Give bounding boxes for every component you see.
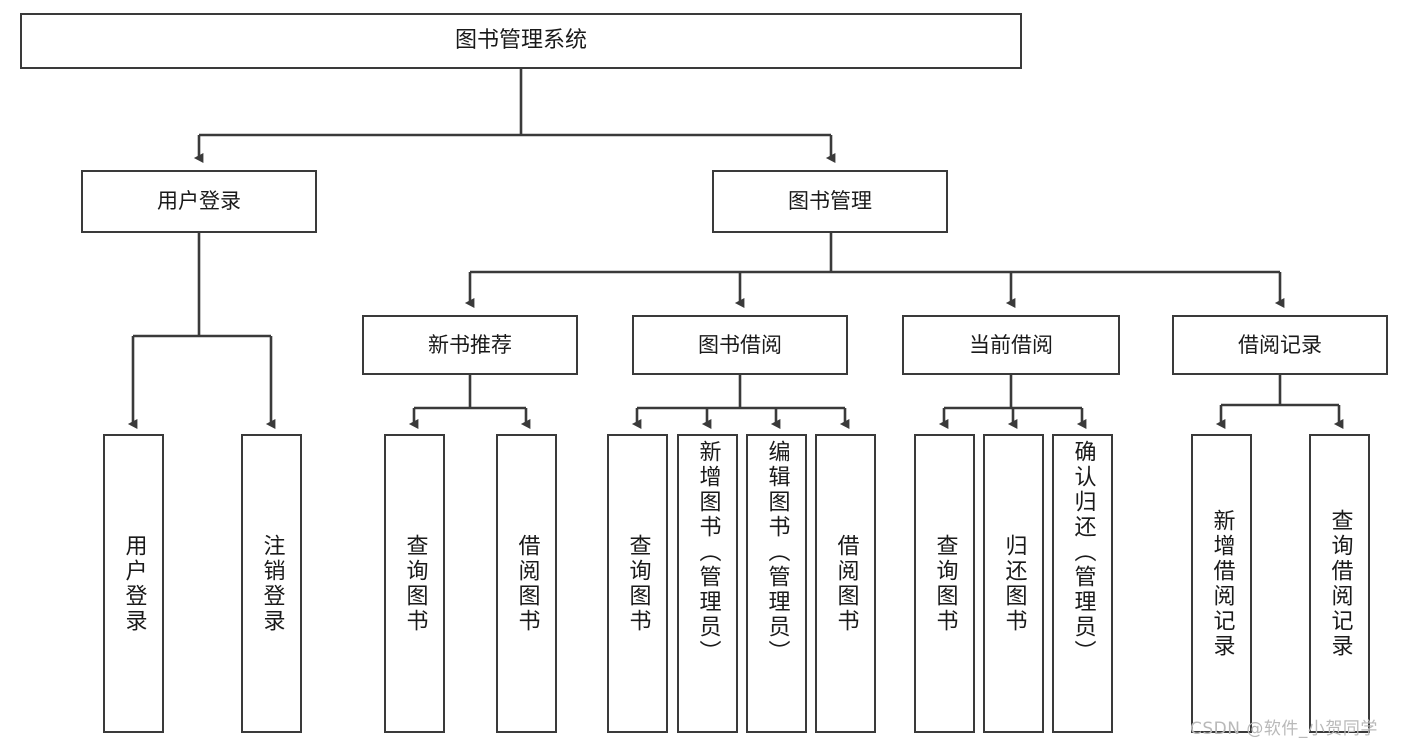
node-current-borrow[interactable]: 当前借阅 xyxy=(902,315,1120,375)
node-label: 借阅图书 xyxy=(514,533,540,634)
node-label: 借阅图书 xyxy=(833,533,859,634)
node-label: 借阅记录 xyxy=(1238,332,1322,357)
node-book-management[interactable]: 图书管理 xyxy=(712,170,948,233)
node-user-login[interactable]: 用户登录 xyxy=(81,170,317,233)
node-borrow-record[interactable]: 借阅记录 xyxy=(1172,315,1388,375)
leaf-confirm-return-admin[interactable]: 确认归还（管理员） xyxy=(1052,434,1113,733)
node-label: 查询图书 xyxy=(402,533,428,634)
leaf-borrow-book-recommend[interactable]: 借阅图书 xyxy=(496,434,557,733)
node-label: 新增借阅记录 xyxy=(1209,508,1235,659)
leaf-logout-login[interactable]: 注销登录 xyxy=(241,434,302,733)
leaf-edit-book-admin[interactable]: 编辑图书（管理员） xyxy=(746,434,807,733)
leaf-query-book-recommend[interactable]: 查询图书 xyxy=(384,434,445,733)
node-label: 查询图书 xyxy=(625,533,651,634)
node-label: 新增图书（管理员） xyxy=(695,440,721,665)
node-label: 查询借阅记录 xyxy=(1327,508,1353,659)
leaf-borrow-book-borrow[interactable]: 借阅图书 xyxy=(815,434,876,733)
node-label: 编辑图书（管理员） xyxy=(764,440,790,665)
leaf-add-book-admin[interactable]: 新增图书（管理员） xyxy=(677,434,738,733)
leaf-query-book-borrow[interactable]: 查询图书 xyxy=(607,434,668,733)
node-label: 查询图书 xyxy=(932,533,958,634)
node-root-book-management-system[interactable]: 图书管理系统 xyxy=(20,13,1022,69)
node-label: 用户登录 xyxy=(121,533,147,634)
leaf-query-borrow-record[interactable]: 查询借阅记录 xyxy=(1309,434,1370,733)
node-book-borrow[interactable]: 图书借阅 xyxy=(632,315,848,375)
leaf-add-borrow-record[interactable]: 新增借阅记录 xyxy=(1191,434,1252,733)
node-label: 新书推荐 xyxy=(428,332,512,357)
node-label: 图书管理 xyxy=(788,189,872,214)
leaf-query-book-current[interactable]: 查询图书 xyxy=(914,434,975,733)
node-label: 确认归还（管理员） xyxy=(1070,440,1096,665)
node-new-book-recommend[interactable]: 新书推荐 xyxy=(362,315,578,375)
node-label: 用户登录 xyxy=(157,189,241,214)
node-label: 图书借阅 xyxy=(698,332,782,357)
watermark-text: CSDN @软件_小贺同学 xyxy=(1190,719,1378,739)
leaf-return-book[interactable]: 归还图书 xyxy=(983,434,1044,733)
leaf-user-login[interactable]: 用户登录 xyxy=(103,434,164,733)
node-label: 注销登录 xyxy=(259,533,285,634)
node-label: 当前借阅 xyxy=(969,332,1053,357)
node-label: 图书管理系统 xyxy=(454,28,587,54)
node-label: 归还图书 xyxy=(1001,533,1027,634)
